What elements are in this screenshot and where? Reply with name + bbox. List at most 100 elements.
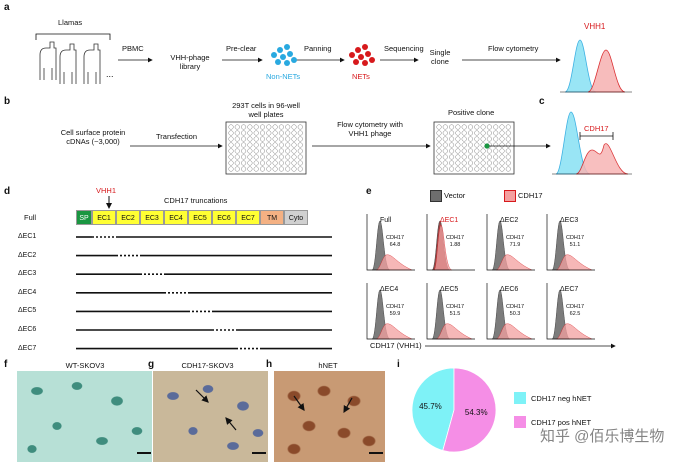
well [486,166,492,172]
histogram-tag: CDH17 [565,235,585,241]
histogram-value: 64.8 [389,242,401,248]
well [234,130,240,136]
cdh17-flow-histogram [552,111,632,175]
well [474,148,480,154]
truncation-label: ΔEC3 [18,270,37,278]
histogram-title: ΔEC5 [440,286,459,293]
domain-ec7: EC7 [236,210,260,225]
well [260,148,266,154]
well [486,124,492,130]
well [278,142,284,148]
histogram-value: 62.5 [569,311,581,317]
well [493,160,499,166]
well [461,142,467,148]
histogram-value: 50.3 [509,311,521,317]
well [455,166,461,172]
well [266,142,272,148]
well [436,124,442,130]
well [241,124,247,130]
well [505,148,511,154]
histogram-value: 59.9 [389,311,401,317]
well [228,124,234,130]
well [436,142,442,148]
well [253,142,259,148]
well [442,130,448,136]
well [505,136,511,142]
well [436,160,442,166]
panel-letter-g: g [148,359,155,370]
well [272,148,278,154]
well [247,154,253,160]
well [468,142,474,148]
well [468,130,474,136]
f-title: WT-SKOV3 [65,361,105,370]
histogram-title: ΔEC2 [500,217,519,224]
well [297,160,303,166]
well [493,130,499,136]
panel-letter-i: i [397,359,400,370]
transfection-label: Transfection [156,132,197,141]
domain-ec3: EC3 [140,210,164,225]
pie-legend-swatch [514,392,526,404]
positive-clone-label: Positive clone [448,108,495,117]
well [486,148,492,154]
well [449,124,455,130]
well [480,136,486,142]
domain-sp: SP [76,210,92,225]
well [442,148,448,154]
well [228,166,234,172]
pbmc-label: PBMC [122,44,144,53]
histogram-title: ΔEC7 [560,286,579,293]
well [455,124,461,130]
well [266,148,272,154]
pie-slice [411,367,455,451]
well [461,124,467,130]
well [291,154,297,160]
well [260,160,266,166]
histogram-tag: CDH17 [505,235,525,241]
llamas-label: Llamas [58,18,83,27]
well [455,130,461,136]
well [449,166,455,172]
well [272,166,278,172]
well [272,154,278,160]
panel-letter-e: e [366,186,372,197]
positive-well [484,143,490,149]
well [474,160,480,166]
well [291,142,297,148]
cdh17-c-label: CDH17 [584,124,609,133]
well [474,154,480,160]
well [461,148,467,154]
pie-legend-label: CDH17 neg hNET [531,394,592,403]
well [436,148,442,154]
well [499,148,505,154]
well [297,130,303,136]
well [234,136,240,142]
pie-legend-swatch [514,416,526,428]
well [253,166,259,172]
well [291,148,297,154]
legend-vector-label: Vector [444,191,466,200]
well [480,160,486,166]
histogram-tag: CDH17 [445,235,465,241]
well [291,130,297,136]
well [486,160,492,166]
well [291,166,297,172]
well [241,130,247,136]
well [285,124,291,130]
well [297,124,303,130]
histogram-title: ΔEC1 [440,217,459,224]
histogram-tag: CDH17 [385,235,405,241]
well [442,142,448,148]
well [266,166,272,172]
well [468,136,474,142]
vhh1-label: VHH1 [584,22,606,31]
well [499,124,505,130]
well [468,124,474,130]
truncations-title: CDH17 truncations [164,196,228,205]
well [499,136,505,142]
well [493,166,499,172]
